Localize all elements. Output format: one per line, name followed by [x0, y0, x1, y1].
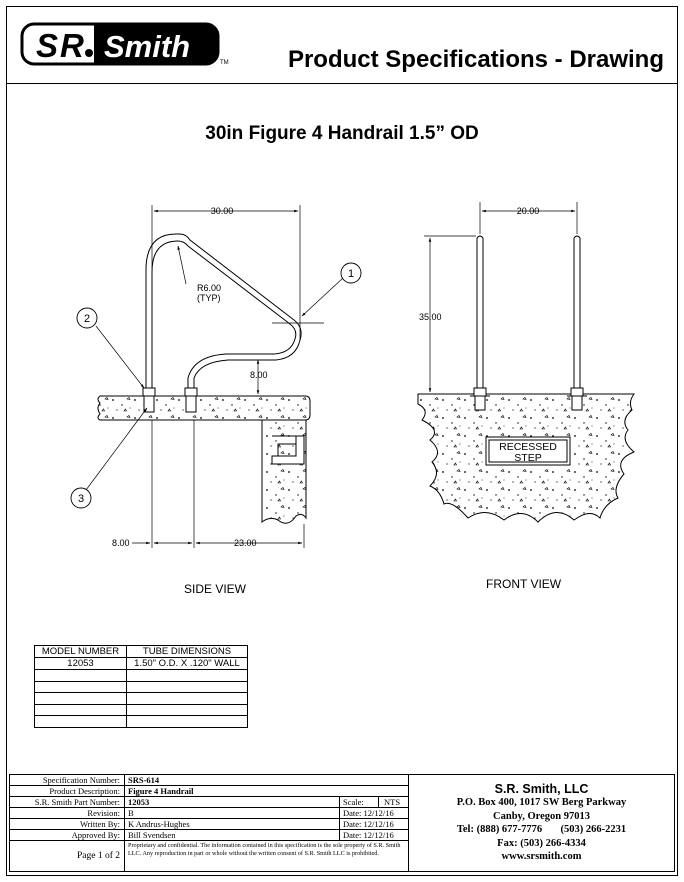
svg-text:S: S — [36, 27, 58, 64]
company-name: S.R. Smith, LLC — [494, 782, 589, 796]
company-website: www.srsmith.com — [501, 851, 582, 862]
spec-header-tube: TUBE DIMENSIONS — [126, 645, 248, 658]
front-post-left — [476, 235, 484, 390]
side-view-drawing — [97, 233, 311, 524]
side-view-label: SIDE VIEW — [184, 582, 247, 596]
front-note-line1: RECESSED — [499, 441, 557, 453]
proprietary-note: Proprietary and confidential. The inform… — [128, 842, 401, 857]
spec-cell-tube — [126, 669, 248, 682]
product-desc-value: Figure 4 Handrail — [128, 786, 194, 796]
table-row — [34, 703, 248, 717]
spec-number-label: Specification Number: — [42, 775, 120, 785]
front-view-drawing — [417, 235, 635, 523]
page-title: Product Specifications - Drawing — [287, 46, 664, 73]
part-number-label: S.R. Smith Part Number: — [34, 797, 120, 807]
handrail-tube-inner — [151, 240, 297, 390]
spec-cell-model: 12053 — [34, 657, 127, 670]
drawing-title: 30in Figure 4 Handrail 1.5” OD — [205, 123, 479, 144]
front-view-dimensions — [424, 202, 578, 395]
spec-header-model: MODEL NUMBER — [34, 645, 127, 658]
balloon-1 — [340, 262, 362, 284]
approved-by-label: Approved By: — [71, 830, 120, 840]
svg-text:Smith: Smith — [104, 29, 190, 64]
side-dim-base: 23.00 — [234, 538, 257, 548]
spec-cell-tube: 1.50" O.D. X .120" WALL — [126, 657, 248, 670]
title-block-fields: Specification Number: SRS-614 Product De… — [10, 775, 409, 871]
spec-cell-model — [34, 703, 127, 717]
side-pool-wall — [261, 420, 307, 524]
drawing-sheet — [6, 6, 678, 876]
company-info: S.R. Smith, LLC P.O. Box 400, 1017 SW Be… — [409, 775, 674, 871]
spec-cell-tube — [126, 703, 248, 717]
front-dim-height: 35.00 — [419, 312, 442, 322]
spec-table-header: MODEL NUMBER TUBE DIMENSIONS — [34, 645, 248, 658]
revision-date: Date: 12/12/16 — [343, 808, 394, 818]
balloon-2 — [76, 307, 98, 329]
approved-date: Date: 12/12/16 — [343, 830, 394, 840]
spec-cell-model — [34, 680, 127, 694]
spec-cell-tube — [126, 715, 248, 728]
written-date: Date: 12/12/16 — [343, 819, 394, 829]
company-address2: Canby, Oregon 97013 — [493, 810, 590, 822]
table-row: 12053 1.50" O.D. X .120" WALL — [34, 657, 248, 670]
spec-cell-tube — [126, 692, 248, 705]
spec-cell-model — [34, 715, 127, 728]
front-dim-width: 20.00 — [517, 206, 540, 216]
company-address1: P.O. Box 400, 1017 SW Berg Parkway — [456, 797, 627, 808]
page-header: S R Smith TM Product Specifications - Dr… — [6, 6, 678, 84]
table-row — [34, 715, 248, 728]
balloon-3 — [70, 487, 92, 509]
part-number-value: 12053 — [128, 797, 150, 807]
side-dim-width: 30.00 — [211, 206, 234, 216]
spec-cell-model — [34, 692, 127, 705]
product-desc-label: Product Description: — [49, 786, 120, 796]
front-view-label: FRONT VIEW — [486, 577, 562, 591]
svg-text:TM: TM — [220, 60, 229, 66]
front-note-line2: STEP — [514, 452, 541, 464]
scale-value: NTS — [384, 797, 401, 807]
side-view-balloons — [70, 262, 362, 509]
balloon-1-label: 1 — [348, 268, 354, 280]
handrail-tube-outer — [145, 233, 302, 390]
side-dim-offset: 8.00 — [112, 538, 130, 548]
side-dim-height: 8.00 — [250, 370, 268, 380]
side-view-dimensions — [85, 205, 344, 548]
spec-table: MODEL NUMBER TUBE DIMENSIONS 12053 1.50"… — [34, 645, 248, 728]
approved-by-value: Bill Svendsen — [128, 830, 176, 840]
svg-text:R: R — [60, 27, 84, 64]
written-by-label: Written By: — [79, 819, 120, 829]
scale-label: Scale: — [343, 797, 364, 807]
revision-label: Revision: — [87, 808, 120, 818]
table-row — [34, 680, 248, 694]
revision-value: B — [128, 808, 134, 818]
side-deck-slab — [97, 395, 311, 421]
company-phone: Tel: (888) 677-7776 (503) 266-2231 — [456, 824, 627, 835]
table-row — [34, 669, 248, 682]
side-dim-radius-note: (TYP) — [197, 293, 221, 303]
table-row — [34, 692, 248, 705]
balloon-2-label: 2 — [84, 313, 90, 325]
spec-cell-model — [34, 669, 127, 682]
written-by-value: K Andrus-Hughes — [128, 819, 190, 829]
front-post-right — [573, 235, 581, 390]
side-dim-radius: R6.00 — [197, 283, 221, 293]
sr-smith-logo: S R Smith TM — [20, 22, 229, 66]
balloon-3-label: 3 — [78, 493, 84, 505]
spec-number-value: SRS-614 — [128, 775, 160, 785]
title-block: Specification Number: SRS-614 Product De… — [9, 774, 675, 872]
spec-cell-tube — [126, 680, 248, 694]
page-number: Page 1 of 2 — [76, 851, 120, 861]
company-fax: Fax: (503) 266-4334 — [497, 837, 586, 849]
